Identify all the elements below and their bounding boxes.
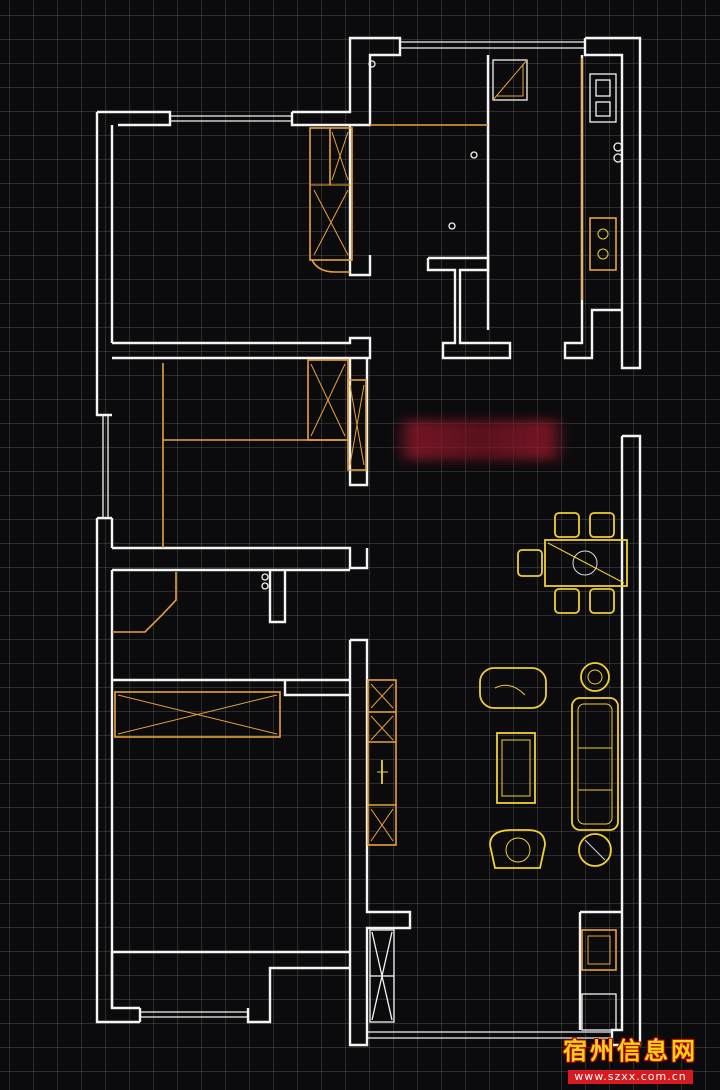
sofa (571, 697, 619, 831)
coffee-table (496, 732, 536, 804)
wardrobe-bedroom-3 (114, 691, 281, 738)
exterior-walls (95, 36, 642, 1047)
wardrobe-bedroom-1 (309, 127, 353, 273)
watermark-url: www.szxx.com.cn (568, 1070, 693, 1084)
lounge-chair (489, 829, 546, 869)
tv-cabinet (367, 679, 397, 846)
watermark-title: 宿州信息网 (563, 1036, 698, 1065)
balcony-sink (581, 929, 617, 1031)
kitchen-counter (581, 58, 623, 300)
entry-cabinet (369, 929, 395, 1023)
hall-cabinet (112, 572, 269, 633)
blurred-label (393, 420, 568, 460)
watermark: 宿州信息网 www.szxx.com.cn (563, 1037, 698, 1084)
interior-walls (112, 55, 622, 697)
dining-table (517, 512, 628, 614)
wardrobe-bedroom-2 (162, 359, 367, 548)
armchair-top (479, 667, 547, 709)
side-tables (578, 662, 612, 867)
bath-fixtures (368, 59, 528, 230)
